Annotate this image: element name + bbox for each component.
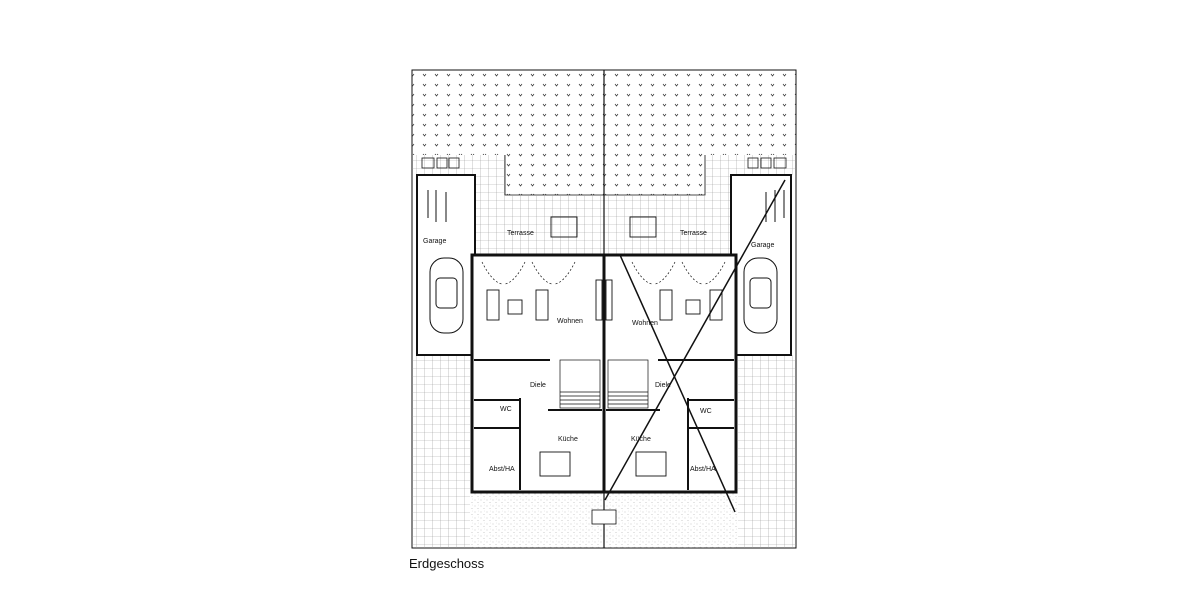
label-terrace-right: Terrasse [680,230,707,237]
label-garage-right: Garage [751,242,774,249]
garage-right [730,174,792,356]
label-storage-left: Abst/HA [489,466,515,473]
side-paving-right [738,355,796,548]
label-garage-left: Garage [423,238,446,245]
label-wc-right: WC [700,408,712,415]
strike-line [604,179,786,501]
strike-line [619,254,736,513]
label-living-right: Wohnen [632,320,658,327]
label-storage-right: Abst/HA [690,466,716,473]
drawing-title: Erdgeschoss [409,556,485,571]
label-kitchen-right: Küche [631,436,651,443]
label-hall-right: Diele [655,382,671,389]
label-wc-left: WC [500,406,512,413]
label-living-left: Wohnen [557,318,583,325]
car-icon [429,257,778,334]
label-hall-left: Diele [530,382,546,389]
house-left [470,253,606,494]
label-terrace-left: Terrasse [507,230,534,237]
garden-lawn-center [505,155,705,195]
side-paving-left [412,355,470,548]
mailbox-icon [591,509,617,525]
label-kitchen-left: Küche [558,436,578,443]
house-right [602,253,738,494]
